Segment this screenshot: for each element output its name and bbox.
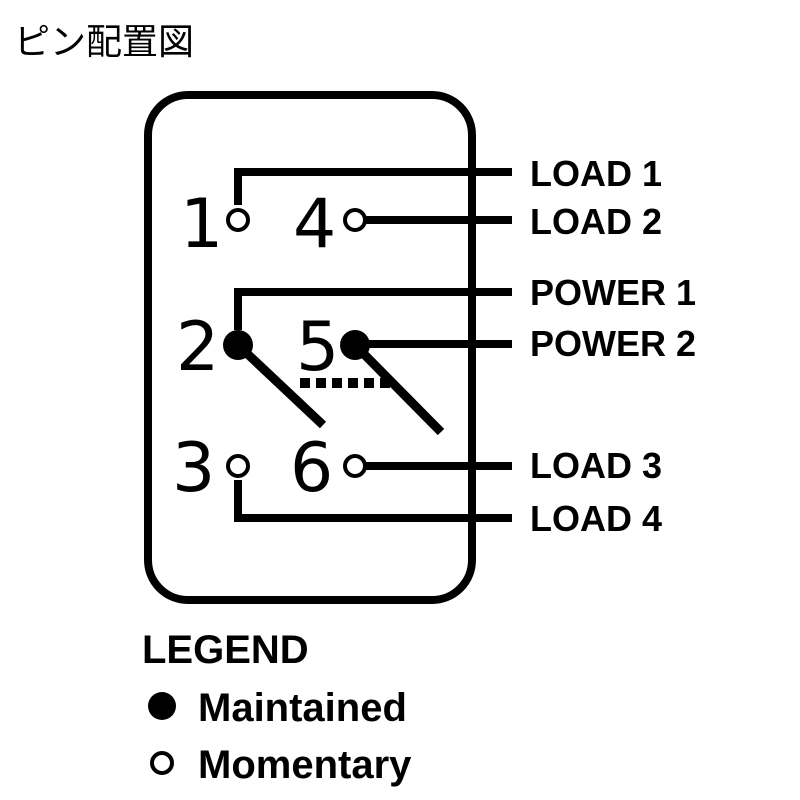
pin-number-4: 4: [293, 185, 336, 264]
pin-number-3: 3: [172, 429, 215, 508]
label-power-2: POWER 2: [530, 323, 696, 364]
wire-load-4: [234, 480, 512, 522]
terminal-1-momentary-icon: [226, 208, 250, 232]
pin-number-2: 2: [176, 308, 219, 387]
wire-power-1: [234, 288, 512, 330]
contact-lever-left: [234, 341, 327, 429]
terminal-4-momentary-icon: [343, 208, 367, 232]
legend-maintained-label: Maintained: [198, 686, 407, 730]
legend-momentary-icon: [150, 751, 174, 775]
label-load-1: LOAD 1: [530, 153, 662, 194]
dotted-link: [300, 378, 390, 388]
wire-load-1: [234, 168, 512, 205]
terminal-5-maintained-icon: [340, 330, 370, 360]
legend-momentary-label: Momentary: [198, 743, 412, 787]
pin-number-1: 1: [180, 185, 223, 264]
legend-maintained-icon: [148, 692, 176, 720]
page-title: ピン配置図: [14, 22, 194, 63]
contact-lever-right: [351, 341, 445, 436]
label-load-2: LOAD 2: [530, 201, 662, 242]
legend-title: LEGEND: [142, 628, 309, 672]
pin-number-6: 6: [290, 429, 333, 508]
terminal-3-momentary-icon: [226, 454, 250, 478]
terminal-2-maintained-icon: [223, 330, 253, 360]
pin-number-5: 5: [296, 308, 339, 387]
label-load-4: LOAD 4: [530, 498, 662, 539]
label-load-3: LOAD 3: [530, 445, 662, 486]
label-power-1: POWER 1: [530, 272, 696, 313]
terminal-6-momentary-icon: [343, 454, 367, 478]
